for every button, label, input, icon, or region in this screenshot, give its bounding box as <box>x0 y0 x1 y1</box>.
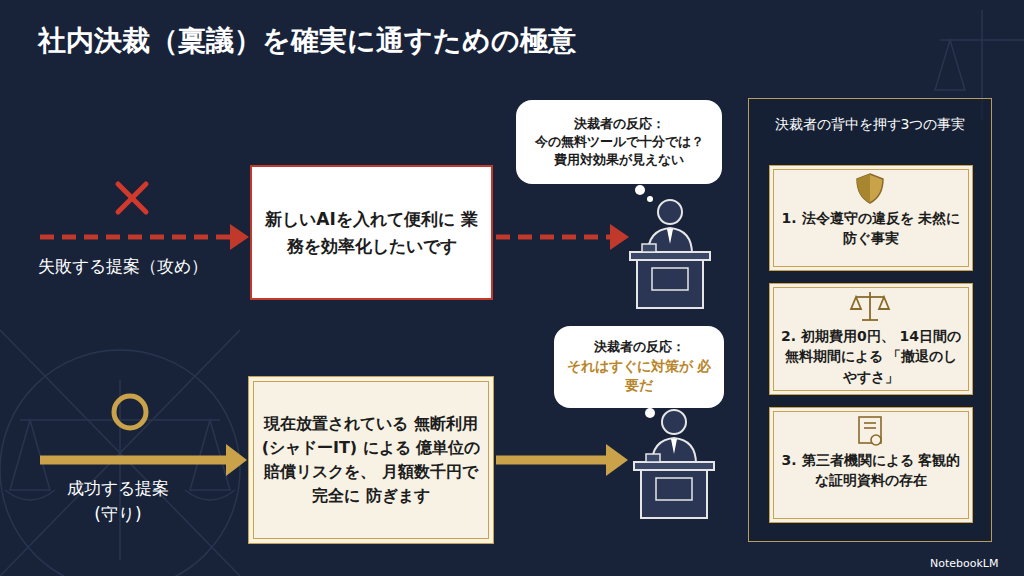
node-text: それはすぐに対策が 必要だ <box>564 357 714 396</box>
scale-icon <box>862 319 878 321</box>
faint-scales <box>0 330 240 576</box>
slide-title: 社内決裁（稟議）を確実に通すための極意 <box>38 22 576 60</box>
decision-maker <box>630 200 710 308</box>
faint-scales <box>935 40 965 90</box>
decision-maker <box>658 200 682 224</box>
scale-icon <box>851 297 861 309</box>
circle-mark <box>114 396 146 428</box>
bubble-tail <box>647 196 653 202</box>
bubble-tail <box>635 185 645 195</box>
fail-arrow <box>40 224 629 250</box>
certificate-icon <box>871 435 881 445</box>
circle-mark <box>114 396 146 428</box>
scale-icon <box>879 297 889 309</box>
decision-maker <box>652 268 688 290</box>
decision-maker <box>641 470 707 518</box>
decision-maker <box>642 244 656 252</box>
node-text: 新しいAIを入れて便利に 業務を効率化したいです <box>264 206 479 259</box>
node-text: 今の無料ツールで十分では？ 費用対効果が見えない <box>526 133 712 169</box>
success-arrow <box>40 456 228 465</box>
thought-bubble: 決裁者の反応：それはすぐに対策が 必要だ <box>554 326 724 408</box>
proposal-box: 新しいAIを入れて便利に 業務を効率化したいです <box>250 165 493 300</box>
node-text: 3. 第三者機関による 客観的な証明資料の存在 <box>778 450 964 491</box>
decision-maker <box>637 260 703 308</box>
proposal-box: 現在放置されている 無断利用 (シャドーIT) による 億単位の賠償リスクを、 … <box>248 376 494 544</box>
shield-icon <box>857 174 883 203</box>
cross-mark <box>118 184 146 212</box>
faint-scales <box>0 350 240 576</box>
fail-arrow <box>40 235 232 240</box>
fail-arrow <box>230 224 249 250</box>
fact-card: 3. 第三者機関による 客観的な証明資料の存在 <box>769 407 973 523</box>
node-heading: 決裁者の反応： <box>574 115 665 133</box>
decision-maker <box>652 438 696 464</box>
decision-maker <box>646 454 660 462</box>
decision-maker <box>662 410 686 434</box>
success-arrow <box>226 444 247 476</box>
decision-maker <box>634 410 714 518</box>
decision-maker <box>630 252 710 260</box>
certificate-icon <box>859 417 881 443</box>
fact-card: 1. 法令遵守の違反を 未然に防ぐ事実 <box>769 165 973 271</box>
watermark: NotebookLM <box>930 556 1020 573</box>
fact-card: 2. 初期費用0円、 14日間の無料期間による 「撤退のしやすさ」 <box>769 283 973 395</box>
faint-scales <box>5 490 55 500</box>
decision-maker <box>634 462 714 470</box>
scale-icon <box>851 292 889 320</box>
thought-bubble: 決裁者の反応：今の無料ツールで十分では？ 費用対効果が見えない <box>516 100 722 184</box>
decision-maker <box>648 228 692 254</box>
success-arrow <box>40 444 628 476</box>
success-arrow <box>606 444 628 476</box>
decision-maker <box>656 478 692 500</box>
proposal-label: 成功する提案 (守り) <box>62 476 174 527</box>
node-text: 2. 初期費用0円、 14日間の無料期間による 「撤退のしやすさ」 <box>778 326 964 387</box>
faint-scales <box>190 420 230 490</box>
facts-panel: 決裁者の背中を押す3つの事実 1. 法令遵守の違反を 未然に防ぐ事実 2. 初期費用… <box>748 98 992 542</box>
cross-mark <box>118 184 146 212</box>
faint-scales <box>0 330 240 576</box>
fail-arrow <box>496 235 612 240</box>
bubble-tail <box>657 402 663 408</box>
node-text: 現在放置されている 無断利用 (シャドーIT) による 億単位の賠償リスクを、 … <box>259 412 483 508</box>
scale-icon <box>869 292 871 320</box>
scale-icon <box>856 296 884 298</box>
certificate-icon <box>864 427 876 429</box>
node-heading: 決裁者の反応： <box>594 338 685 356</box>
node-text: 決裁者の背中を押す3つの事実 <box>775 115 966 135</box>
success-arrow <box>496 456 608 465</box>
shield-icon <box>857 174 870 203</box>
bubble-tail <box>635 185 663 418</box>
faint-scales <box>0 10 1024 576</box>
fail-arrow <box>610 224 629 250</box>
certificate-icon <box>859 417 881 445</box>
faint-scales <box>185 490 235 500</box>
bubble-tail <box>645 408 655 418</box>
proposal-label: 失敗する提案（攻め） <box>38 254 238 280</box>
cross-mark <box>118 184 146 212</box>
decision-maker <box>671 439 677 454</box>
node-text: 1. 法令遵守の違反を 未然に防ぐ事実 <box>778 208 964 249</box>
certificate-icon <box>864 422 876 424</box>
shield-icon <box>857 174 883 203</box>
faint-scales <box>119 380 121 560</box>
decision-maker <box>667 229 673 244</box>
faint-scales <box>10 420 50 490</box>
